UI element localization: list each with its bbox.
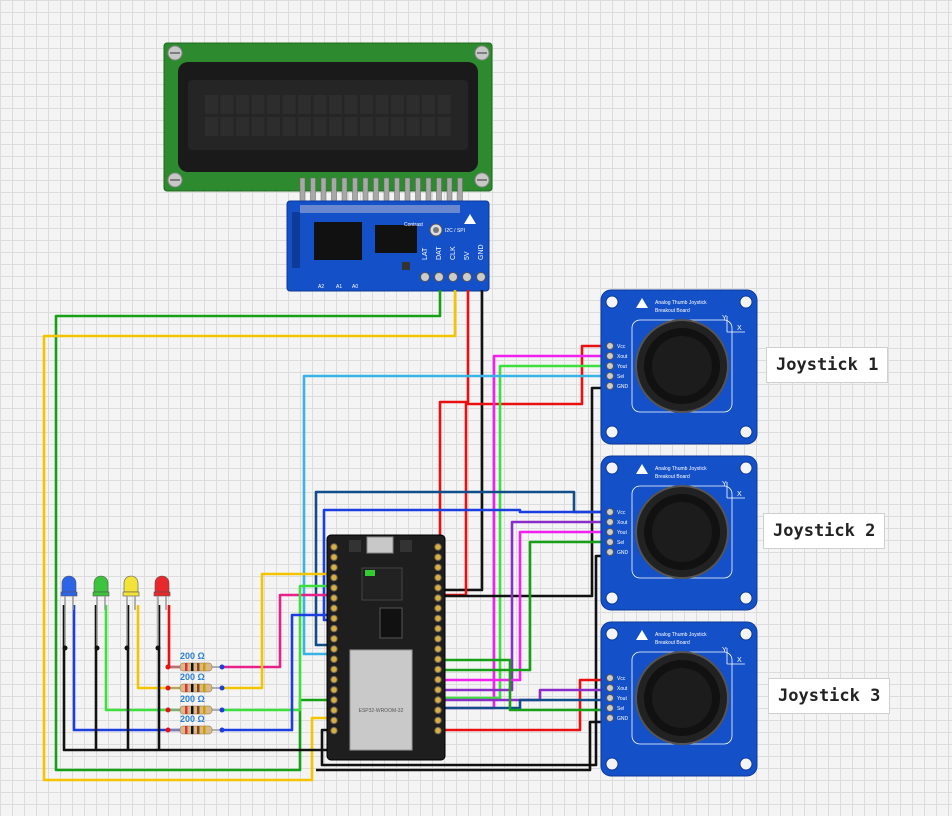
axis-x-label: X: [737, 657, 742, 664]
addr-label: A2: [318, 284, 324, 290]
adafruit-logo-icon: [636, 464, 648, 474]
contrast-label: Contrast: [404, 222, 424, 228]
joystick-knob-icon[interactable]: [652, 336, 712, 396]
joystick-pin-label: Sel: [617, 374, 624, 380]
led-yellow[interactable]: [122, 575, 140, 651]
wire-black[interactable]: [320, 554, 606, 767]
board-subtitle: Breakout Board: [655, 308, 690, 314]
wire-black[interactable]: [440, 386, 606, 598]
board-title: Analog Thumb Joystick: [655, 632, 707, 638]
wire-pink[interactable]: [222, 593, 332, 669]
joystick-knob-icon[interactable]: [652, 668, 712, 728]
wire-magenta[interactable]: [440, 530, 606, 682]
wire-purple[interactable]: [440, 688, 606, 702]
wire-yellow[interactable]: [222, 572, 332, 690]
joystick-pin-label: Xout: [617, 354, 628, 360]
led-red[interactable]: [153, 575, 171, 651]
wire-green[interactable]: [440, 540, 606, 672]
backpack-pin-label: CLK: [450, 246, 457, 260]
lcd-display: [163, 42, 493, 213]
resistor-label: 200 Ω: [180, 714, 205, 724]
wires: [42, 290, 606, 782]
wire-navy[interactable]: [440, 698, 606, 710]
wire-red[interactable]: [167, 605, 180, 669]
wire-purple[interactable]: [440, 520, 606, 692]
joystick-pin-label: Vcc: [617, 510, 626, 516]
joystick-2-label: Joystick 2: [763, 513, 886, 549]
resistor-group: 200 Ω 200 Ω 200 Ω 200 Ω: [165, 651, 225, 735]
joystick-pin-label: GND: [617, 550, 629, 556]
joystick-pin-label: Xout: [617, 520, 628, 526]
resistor-200-ohm[interactable]: 200 Ω: [165, 651, 225, 672]
joystick-pin-label: Xout: [617, 686, 628, 692]
wire-lime[interactable]: [104, 605, 180, 712]
wire-blue[interactable]: [72, 605, 180, 732]
joystick-1-label: Joystick 1: [766, 347, 889, 383]
joystick-pin-label: GND: [617, 716, 629, 722]
axis-y-label: Y: [722, 315, 727, 322]
led-blue[interactable]: [60, 575, 78, 651]
joystick-pin-label: Sel: [617, 706, 624, 712]
led-group: [60, 575, 171, 651]
wire-yellow[interactable]: [42, 290, 457, 782]
esp32-devkit: ESP32-WROOM-32: [326, 534, 446, 761]
wire-red[interactable]: [438, 290, 470, 545]
axis-y-label: Y: [722, 481, 727, 488]
backpack-pin-label: DAT: [436, 246, 443, 260]
backpack-pin-label: LAT: [422, 247, 429, 260]
joystick-pin-label: Yout: [617, 696, 627, 702]
wire-blue[interactable]: [322, 508, 606, 622]
resistor-label: 200 Ω: [180, 694, 205, 704]
backpack-pin-label: GND: [478, 244, 485, 260]
wire-blue[interactable]: [222, 613, 332, 732]
board-subtitle: Breakout Board: [655, 474, 690, 480]
addr-label: A0: [352, 284, 358, 290]
joystick-pin-label: Sel: [617, 540, 624, 546]
addr-label: A1: [336, 284, 342, 290]
joystick-pin-label: Yout: [617, 364, 627, 370]
joystick-pin-label: Vcc: [617, 344, 626, 350]
backpack-pin-label: 5V: [464, 251, 471, 260]
resistor-200-ohm[interactable]: 200 Ω: [165, 714, 225, 735]
lcd-header-pins: [299, 177, 463, 213]
wire-red[interactable]: [440, 678, 606, 732]
adafruit-logo-icon: [464, 214, 476, 224]
wire-red[interactable]: [440, 344, 606, 597]
joystick-3-label: Joystick 3: [768, 678, 891, 714]
lcd-character-grid: [205, 95, 451, 136]
mode-label: I2C / SPI: [445, 228, 465, 234]
usb-port-icon: [366, 536, 394, 554]
joystick-pin-label: GND: [617, 384, 629, 390]
resistor-label: 200 Ω: [180, 651, 205, 661]
wire-black[interactable]: [440, 290, 484, 592]
led-green[interactable]: [92, 575, 110, 651]
wire-black[interactable]: [316, 720, 606, 772]
wire-lime[interactable]: [440, 364, 606, 700]
module-text: ESP32-WROOM-32: [359, 708, 404, 714]
lcd-backpack: Contrast I2C / SPI A2 A1 A0 LAT DAT CLK 5V G…: [286, 200, 490, 292]
joystick-pin-label: Yout: [617, 530, 627, 536]
wire-green[interactable]: [440, 658, 606, 712]
resistor-200-ohm[interactable]: 200 Ω: [165, 694, 225, 715]
joystick-pin-label: Vcc: [617, 676, 626, 682]
resistor-200-ohm[interactable]: 200 Ω: [165, 672, 225, 693]
joystick-knob-icon[interactable]: [652, 502, 712, 562]
wifi-module: [349, 649, 413, 751]
adafruit-logo-icon: [636, 630, 648, 640]
lcd-screw: [167, 45, 490, 188]
board-title: Analog Thumb Joystick: [655, 466, 707, 472]
resistor-label: 200 Ω: [180, 672, 205, 682]
adafruit-logo-icon: [636, 298, 648, 308]
axis-x-label: X: [737, 325, 742, 332]
board-subtitle: Breakout Board: [655, 640, 690, 646]
wire-black[interactable]: [62, 605, 332, 752]
board-title: Analog Thumb Joystick: [655, 300, 707, 306]
axis-x-label: X: [737, 491, 742, 498]
axis-y-label: Y: [722, 647, 727, 654]
wire-lime[interactable]: [222, 584, 332, 712]
wire-cyan[interactable]: [302, 374, 606, 656]
